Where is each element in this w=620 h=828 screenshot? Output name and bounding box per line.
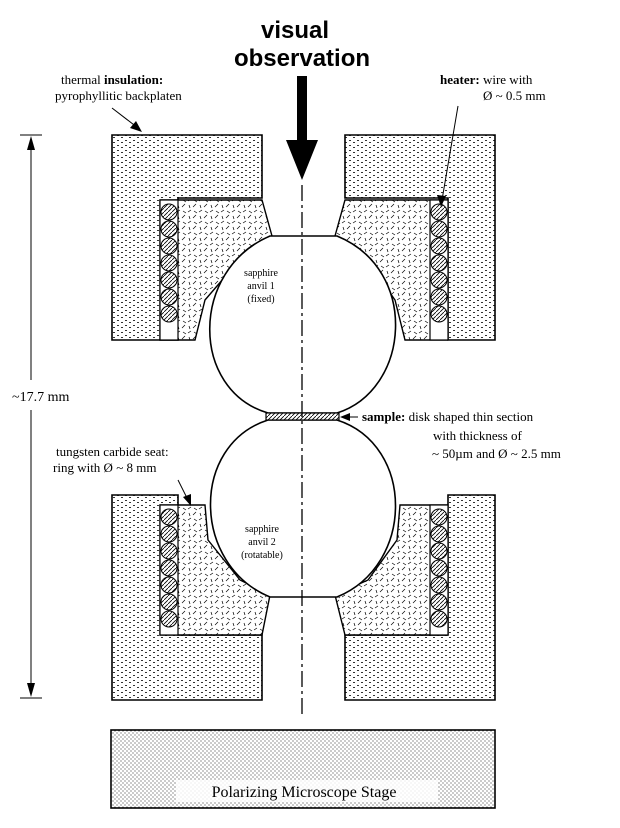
title-observation: observation (234, 45, 370, 72)
dimension-label: ~17.7 mm (12, 390, 69, 405)
sapphire-anvil-2 (209, 419, 397, 598)
anvil1-label-3: (fixed) (247, 294, 274, 305)
observation-arrow (286, 76, 318, 180)
anvil1-label-2: anvil 1 (247, 281, 275, 292)
heater-coil-top-right (429, 199, 449, 341)
insulation-leader (111, 107, 142, 132)
sample-label-line2: with thickness of (433, 428, 522, 443)
heater-label-line2: Ø ~ 0.5 mm (483, 88, 546, 103)
dimension-line (20, 134, 42, 699)
insulation-label-line1: thermal insulation: (61, 72, 163, 87)
heater-coil-bottom-right (429, 504, 449, 636)
sample-leader (340, 413, 358, 421)
microscope-stage-label: Polarizing Microscope Stage (212, 784, 397, 801)
seat-label-line2: ring with Ø ~ 8 mm (53, 460, 156, 475)
anvil2-label-3: (rotatable) (241, 550, 283, 561)
heater-coil-top-left (159, 199, 179, 341)
sapphire-anvil-1 (209, 235, 397, 414)
sample-label-line1: sample: disk shaped thin section (362, 409, 534, 424)
insulation-top-left (111, 134, 263, 341)
heater-label-line1: heater: wire with (440, 72, 533, 87)
heater-leader (437, 105, 459, 207)
seat-label-line1: tungsten carbide seat: (56, 444, 169, 459)
heater-coil-bottom-left (159, 504, 179, 636)
anvil2-label-2: anvil 2 (248, 537, 276, 548)
sample-label-line3: ~ 50µm and Ø ~ 2.5 mm (432, 446, 561, 461)
seat-leader (177, 479, 191, 506)
anvil1-label-1: sapphire (244, 268, 278, 279)
insulation-label-line2: pyrophyllitic backplaten (55, 88, 182, 103)
anvil2-label-1: sapphire (245, 524, 279, 535)
title-visual: visual (261, 17, 329, 44)
